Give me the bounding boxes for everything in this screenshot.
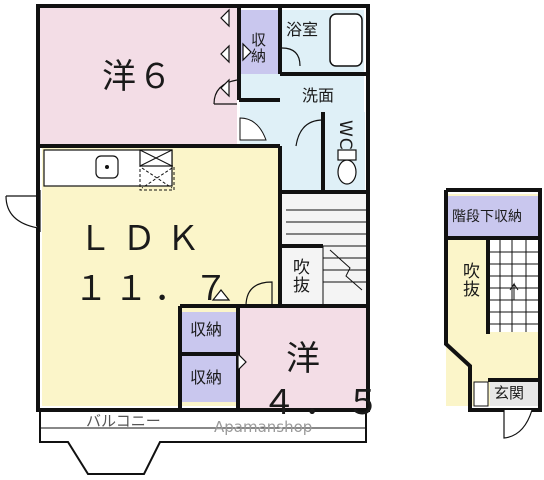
entrance-label: 玄関 xyxy=(494,384,525,402)
western-room-45-area-label: ４．５ xyxy=(262,383,388,423)
wash-basin-icon xyxy=(239,117,267,141)
side-unit-walls xyxy=(444,188,542,412)
balcony-floor xyxy=(40,410,366,440)
toilet-bowl-icon xyxy=(337,159,357,185)
ldk-label: ＬＤＫ xyxy=(78,219,210,259)
washroom-label: 洗面 xyxy=(302,86,335,105)
storage-low-floor xyxy=(182,356,236,402)
western-room-45-floor xyxy=(238,306,366,418)
under-stairs-storage-floor xyxy=(448,196,538,238)
entrance-door-swing xyxy=(503,409,533,439)
window-marks xyxy=(37,190,41,232)
storage-top-label: 収納 xyxy=(249,32,267,64)
ldk-area-label: １１．７ xyxy=(74,269,234,309)
fukinuke-side-label: 吹抜 xyxy=(459,262,479,298)
toilet-tank-icon xyxy=(337,149,357,161)
range-hood-cross xyxy=(139,149,173,167)
storage-low-label: 収納 xyxy=(190,368,223,387)
door-swings xyxy=(213,47,324,307)
western-room-6-floor xyxy=(40,8,237,144)
western-room-6-label: 洋６ xyxy=(102,57,174,97)
toilet-label: WC xyxy=(335,120,355,151)
side-staircase xyxy=(488,240,538,332)
left-door-swing xyxy=(5,195,39,229)
under-stairs-storage-label: 階段下収納 xyxy=(452,209,522,225)
watermark: Apamanshop xyxy=(214,418,313,436)
door-triangles xyxy=(211,8,252,372)
fridge-space xyxy=(139,165,175,191)
bathroom-label: 浴室 xyxy=(286,20,319,39)
storage-mid-floor xyxy=(182,312,236,352)
main-staircase xyxy=(286,209,366,304)
storage-mid-label: 収納 xyxy=(190,320,223,339)
entrance-floor xyxy=(490,382,538,406)
fukinuke-main-label: 吹抜 xyxy=(289,258,309,294)
western-room-45-label: 洋 xyxy=(286,339,322,379)
balcony-label: バルコニー xyxy=(86,412,161,430)
shoe-box xyxy=(473,381,489,407)
fridge-space-cross xyxy=(141,167,173,189)
bathtub-icon xyxy=(329,13,363,67)
sink-drain xyxy=(105,165,109,169)
balcony-rail xyxy=(39,410,367,475)
